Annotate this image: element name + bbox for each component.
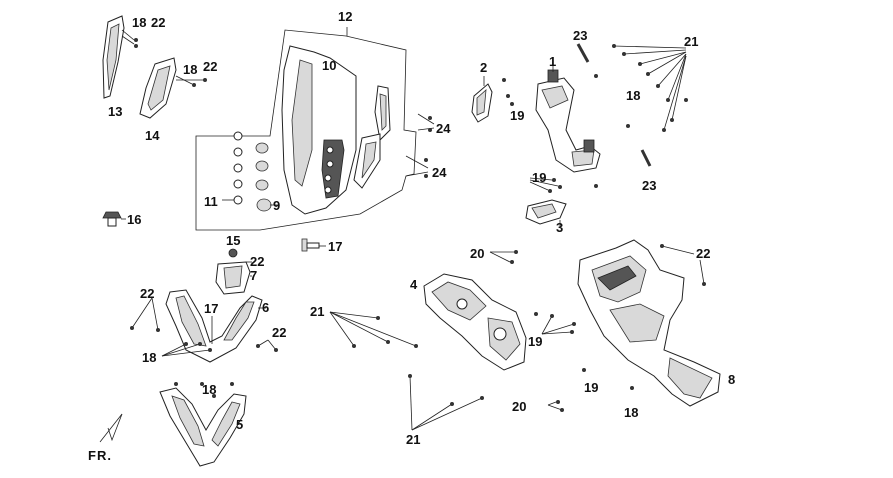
bracket-fasteners [529, 177, 598, 193]
callout-5: 5 [236, 417, 243, 432]
callout-8: 8 [728, 372, 735, 387]
callout-21-upper: 21 [684, 34, 698, 49]
callout-17-right: 17 [328, 239, 342, 254]
part-7-bracket [215, 261, 252, 295]
front-marker: FR. [88, 448, 112, 463]
callout-20-lower: 20 [512, 399, 526, 414]
callout-12: 12 [338, 9, 352, 24]
callout-22-reflector: 22 [203, 59, 217, 74]
callout-22-bracket: 22 [250, 254, 264, 269]
callout-21-left: 21 [310, 304, 324, 319]
part-14-reflector [139, 57, 207, 119]
part-16-screw [102, 211, 126, 227]
part-13-side-panel [102, 15, 138, 99]
callout-14: 14 [145, 128, 160, 143]
callout-24-upper: 24 [436, 121, 451, 136]
callout-15: 15 [226, 233, 240, 248]
callout-6: 6 [262, 300, 269, 315]
callout-22-upper: 22 [151, 15, 165, 30]
callout-17-center: 17 [204, 301, 218, 316]
callout-23-lower: 23 [642, 178, 656, 193]
windscreen-group-frame [195, 27, 417, 231]
part-1-handlebar-holder [535, 60, 601, 173]
callout-1: 1 [549, 54, 556, 69]
callout-22-left: 22 [140, 286, 154, 301]
callout-18-headlight: 18 [624, 405, 638, 420]
callout-22-right: 22 [272, 325, 286, 340]
callout-13: 13 [108, 104, 122, 119]
part-6-upper-front-cover [165, 289, 266, 363]
callout-19-meter: 19 [528, 334, 542, 349]
part-8-headlight-housing [577, 239, 721, 407]
part-23-pin-lower [640, 149, 652, 167]
callout-18-cover: 18 [142, 350, 156, 365]
callout-21-lower: 21 [406, 432, 420, 447]
windscreen-side-trim [353, 85, 391, 189]
part-2-mirror-bracket [471, 76, 514, 123]
callout-23-upper: 23 [573, 28, 587, 43]
callout-7: 7 [250, 268, 257, 283]
front-direction-arrow [99, 413, 123, 443]
callout-19-bracket: 19 [532, 170, 546, 185]
part-15-clip [228, 248, 238, 258]
callout-19-lower: 19 [584, 380, 598, 395]
callout-18-lower: 18 [202, 382, 216, 397]
headlight-fasteners [534, 244, 706, 412]
callout-20-upper: 20 [470, 246, 484, 261]
callout-11: 11 [204, 194, 218, 209]
part-17-clip [301, 238, 326, 252]
meter-fasteners [329, 250, 518, 431]
part-4-meter-housing [423, 273, 527, 371]
part-21-screws-upper [594, 44, 688, 132]
callout-3: 3 [556, 220, 563, 235]
callout-16: 16 [127, 212, 141, 227]
callout-18-reflector: 18 [183, 62, 197, 77]
callout-22-headlight: 22 [696, 246, 710, 261]
callout-4: 4 [410, 277, 418, 292]
callout-19-upper: 19 [510, 108, 524, 123]
windscreen-hardware [222, 113, 435, 212]
part-23-pin-upper [576, 43, 590, 63]
cover-fasteners [130, 297, 278, 357]
part-3-lower-bracket [525, 199, 567, 228]
callout-18-bracket: 18 [626, 88, 640, 103]
callout-9: 9 [273, 198, 280, 213]
callout-24-lower: 24 [432, 165, 447, 180]
callout-18-upper: 18 [132, 15, 146, 30]
part-10-windscreen [281, 45, 357, 215]
part-5-lower-front-cover [159, 382, 247, 467]
callout-10: 10 [322, 58, 336, 73]
callout-2: 2 [480, 60, 487, 75]
